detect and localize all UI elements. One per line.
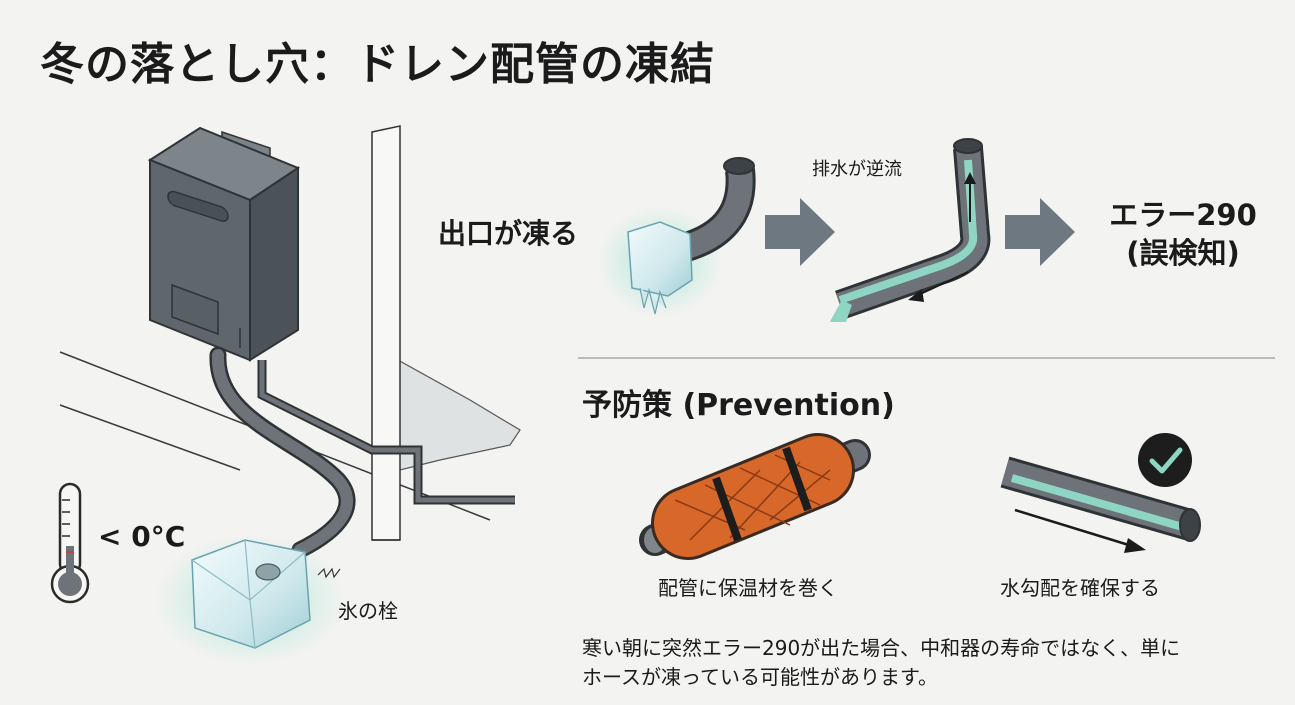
- check-icon: [1138, 433, 1192, 487]
- flow-arrow-2: [1005, 198, 1075, 266]
- thermometer-icon: [50, 482, 90, 604]
- error-result: エラー290 (誤検知): [1098, 196, 1268, 272]
- frozen-outlet-pipe: [598, 157, 756, 317]
- outlet-freezes-label: 出口が凍る: [438, 217, 579, 250]
- wall-pillar: [371, 125, 401, 541]
- explanation-note: 寒い朝に突然エラー290が出た場合、中和器の寿命ではなく、単に ホースが凍ってい…: [582, 634, 1282, 692]
- water-heater: [147, 126, 301, 362]
- note-line-1: 寒い朝に突然エラー290が出た場合、中和器の寿命ではなく、単に: [582, 636, 1181, 660]
- insulated-pipe: [639, 433, 871, 560]
- ice-block-left: [155, 535, 345, 665]
- backflow-label: 排水が逆流: [812, 159, 902, 180]
- insulation-label: 配管に保温材を巻く: [658, 576, 838, 600]
- slope-label: 水勾配を確保する: [1000, 576, 1160, 600]
- temperature-label: < 0°C: [98, 520, 186, 553]
- section-divider: [578, 357, 1275, 359]
- error-note-label: (誤検知): [1126, 236, 1240, 270]
- ice-plug-label: 氷の栓: [338, 599, 398, 623]
- sloped-pipe: [1000, 456, 1201, 553]
- flow-arrow-1: [765, 198, 835, 266]
- note-line-2: ホースが凍っている可能性があります。: [582, 665, 938, 689]
- prevention-heading: 予防策 (Prevention): [582, 388, 895, 423]
- backflow-pipe: [830, 138, 991, 322]
- page-title: 冬の落とし穴：ドレン配管の凍結: [40, 39, 715, 90]
- error-code-label: エラー290: [1109, 198, 1257, 232]
- drain-pipes: [209, 346, 515, 559]
